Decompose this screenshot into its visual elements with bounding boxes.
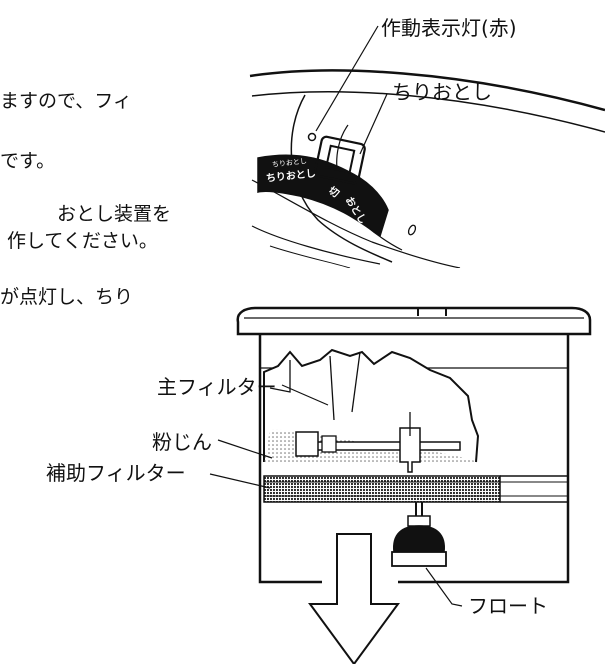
label-powder-dust: 粉じん	[152, 430, 212, 454]
label-float: フロート	[468, 594, 548, 618]
instruction-line-5: が点灯し、ちり	[0, 286, 134, 308]
label-chiriotoshi: ちりおとし	[392, 80, 492, 104]
instruction-line-2: です。	[0, 150, 56, 172]
label-indicator-lamp: 作動表示灯(赤)	[381, 16, 517, 40]
discharge-arrow	[308, 533, 400, 664]
label-main-filter: 主フィルター	[157, 375, 277, 399]
dust-container-illustration	[236, 306, 592, 584]
instruction-line-4: 作してください。	[7, 230, 158, 252]
instruction-line-1: ますので、フィ	[0, 90, 132, 112]
control-panel-illustration	[249, 69, 605, 268]
label-aux-filter: 補助フィルター	[46, 461, 186, 485]
instruction-line-3: おとし装置を	[57, 203, 172, 225]
